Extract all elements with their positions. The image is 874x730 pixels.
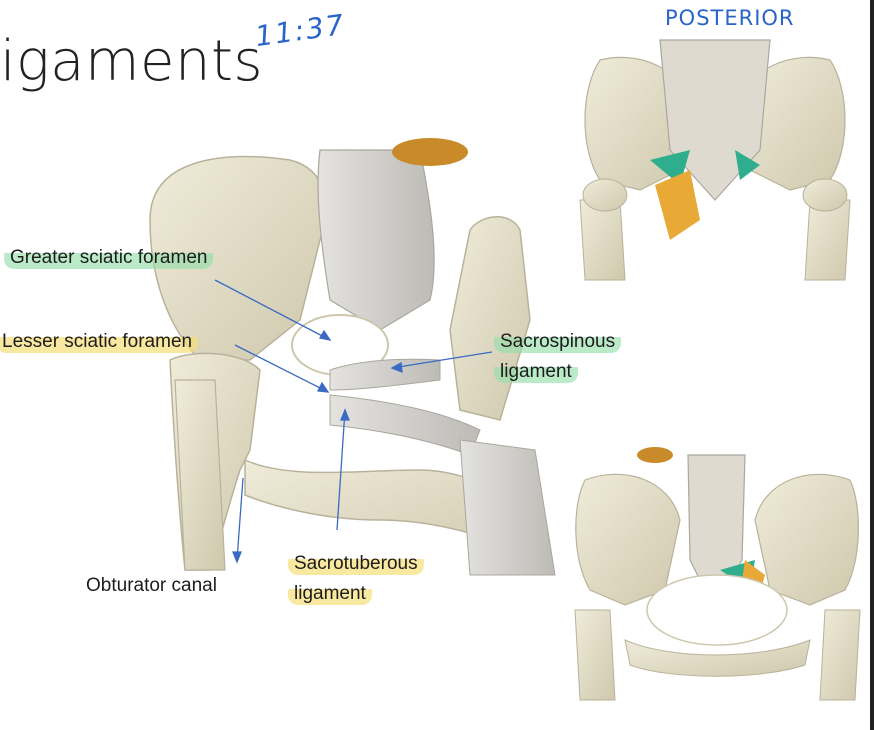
label-sacrotuberous-line1: Sacrotuberous xyxy=(288,552,424,575)
inset-bottom-pelvic-inlet xyxy=(646,574,788,646)
arrowhead-sacrospinous xyxy=(390,361,403,374)
inset-bottom-femur-left xyxy=(574,609,616,701)
main-image xyxy=(149,138,556,576)
arrowhead-sacrotuberous xyxy=(340,408,350,421)
arrow-lesser-sciatic xyxy=(234,344,329,393)
inset-top-femoral-head-left xyxy=(582,178,628,212)
inset-top-femur-right xyxy=(804,199,851,281)
label-sacrospinous-line1: Sacrospinous xyxy=(494,330,622,353)
right-ilium xyxy=(449,216,531,421)
posterior-inset-image xyxy=(562,30,866,282)
handwritten-posterior: POSTERIOR xyxy=(665,6,795,30)
anterior-inset-image xyxy=(568,447,864,701)
label-sacrotuberous-line2: ligament xyxy=(288,582,372,605)
inset-bottom-orange-disc xyxy=(637,447,673,463)
inset-top-femoral-head-right xyxy=(802,178,848,212)
arrow-obturator xyxy=(236,477,244,561)
arrowhead-obturator xyxy=(232,551,242,564)
right-edge-bar xyxy=(870,0,874,730)
inset-top-teal-right xyxy=(735,150,760,180)
arrow-greater-sciatic xyxy=(214,279,331,341)
inset-top-femur-left xyxy=(579,199,626,281)
arrowhead-lesser-sciatic xyxy=(316,381,330,393)
arrow-sacrotuberous xyxy=(336,409,346,531)
label-lesser-sciatic-foramen: Lesser sciatic foramen xyxy=(0,330,199,353)
arrowhead-greater-sciatic xyxy=(318,329,332,341)
femur xyxy=(174,379,226,571)
arrow-sacrospinous xyxy=(391,351,493,369)
slide-title: igaments xyxy=(0,29,264,94)
label-obturator-canal: Obturator canal xyxy=(86,575,217,596)
inset-bottom-pubis xyxy=(624,639,811,677)
sacrotuberous-ligament xyxy=(329,394,481,456)
inset-bottom-right-ilium xyxy=(754,473,860,606)
sacrospinous-ligament xyxy=(329,358,441,391)
lumbar-spine xyxy=(317,149,435,331)
label-greater-sciatic-foramen: Greater sciatic foramen xyxy=(4,246,214,269)
orange-disc xyxy=(392,138,468,166)
inset-bottom-femur-right xyxy=(819,609,861,701)
inset-top-right-ilium xyxy=(739,56,846,191)
inset-top-orange xyxy=(655,170,700,240)
inset-bottom-left-ilium xyxy=(575,473,681,606)
right-thigh xyxy=(459,439,556,576)
label-sacrospinous-line2: ligament xyxy=(494,360,578,383)
